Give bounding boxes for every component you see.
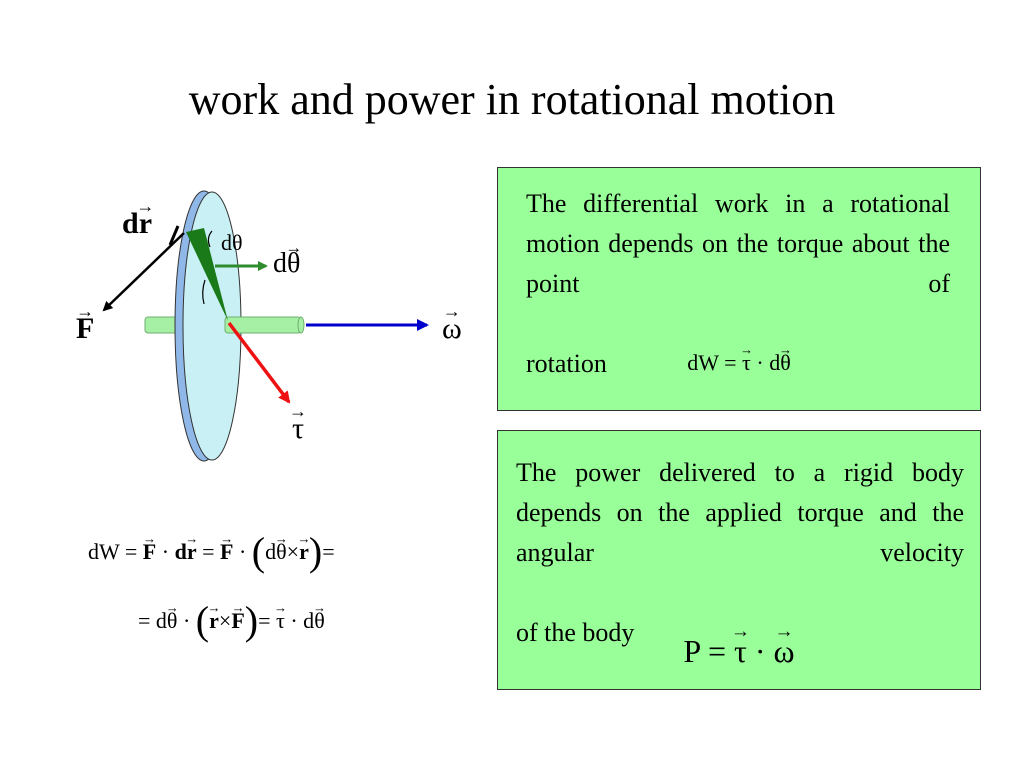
torque-arrow bbox=[227, 321, 291, 404]
power-explanation-text: The power delivered to a rigid body depe… bbox=[516, 453, 964, 653]
torque-label: τ bbox=[292, 412, 304, 446]
dtheta-arc-label: dθ bbox=[221, 230, 243, 255]
force-label: F bbox=[76, 312, 94, 346]
work-text-last: rotation bbox=[526, 349, 607, 378]
power-formula: P = τ · ω bbox=[498, 633, 980, 670]
rotation-arc bbox=[202, 279, 206, 305]
work-equation-line-1: dW = F · dr = F · (dθ×r)= bbox=[88, 528, 335, 575]
dtheta-arc bbox=[207, 230, 213, 248]
work-explanation-text: The differential work in a rotational mo… bbox=[526, 184, 950, 384]
omega-label: ω bbox=[442, 312, 462, 346]
dr-label: drdr bbox=[122, 207, 152, 241]
page-title: work and power in rotational motion bbox=[188, 75, 836, 124]
power-text-main: The power delivered to a rigid body depe… bbox=[516, 458, 964, 567]
force-arrow bbox=[102, 232, 185, 312]
dr-segment bbox=[168, 225, 180, 246]
dtheta-wedge bbox=[186, 228, 228, 321]
work-equation-line-2: = dθ · (r×F)= τ · dθ bbox=[138, 597, 325, 644]
power-text-last: of the body bbox=[516, 618, 635, 647]
work-explanation-box: The differential work in a rotational mo… bbox=[497, 167, 981, 411]
dtheta-vector-label: dθdθ bbox=[273, 248, 300, 280]
power-explanation-box: The power delivered to a rigid body depe… bbox=[497, 430, 981, 690]
axle-end bbox=[297, 316, 305, 334]
work-formula: dW = τ · dθ bbox=[498, 350, 980, 376]
work-text-main: The differential work in a rotational mo… bbox=[526, 189, 950, 298]
